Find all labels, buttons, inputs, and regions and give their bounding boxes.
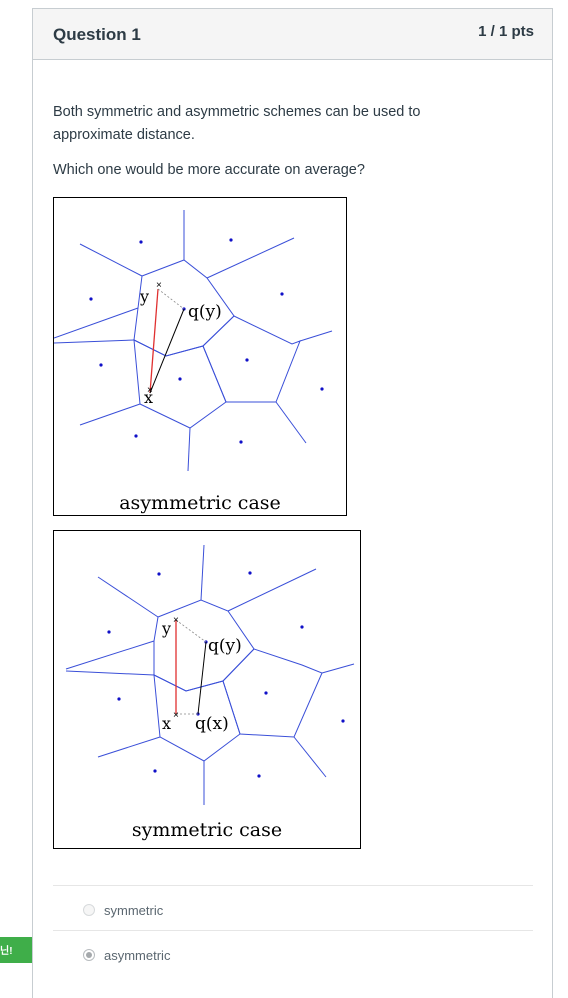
label-y: y [139, 287, 149, 306]
symmetric-figure: y × q(y) x × q(x) symmetric case [53, 530, 361, 849]
asymmetric-caption: asymmetric case [119, 492, 281, 514]
answer-divider [53, 930, 533, 931]
quantization-error-line-y [175, 619, 207, 643]
correct-answer-marker-label: 닌! [0, 946, 13, 957]
label-qx: q(x) [195, 714, 229, 734]
answer-divider [53, 885, 533, 886]
label-x: x [144, 388, 153, 407]
label-qy: q(y) [188, 302, 222, 322]
label-qy: q(y) [208, 636, 242, 656]
answer-option-asymmetric[interactable]: asymmetric [83, 944, 170, 966]
quantization-error-line [157, 288, 185, 310]
svg-text:×: × [173, 615, 179, 626]
svg-text:×: × [156, 280, 162, 291]
question-title: Question 1 [53, 25, 141, 44]
svg-text:×: × [147, 385, 153, 396]
radio-button-selected[interactable] [83, 949, 95, 961]
answer-option-symmetric[interactable]: symmetric [83, 899, 163, 921]
answer-label: asymmetric [104, 947, 171, 963]
asymmetric-figure: y × q(y) x × asymmetric case [53, 197, 347, 516]
radio-button[interactable] [83, 904, 95, 916]
exact-distance-line [149, 288, 159, 394]
label-y: y [161, 619, 171, 638]
label-x: x [162, 714, 171, 733]
symmetric-voronoi-diagram: y × q(y) x × q(x) [65, 544, 355, 805]
svg-text:×: × [173, 710, 179, 721]
question-prompt: Which one would be more accurate on aver… [53, 162, 365, 178]
answer-label: symmetric [104, 902, 164, 918]
asymmetric-voronoi-diagram: y × q(y) x × [54, 210, 333, 472]
symmetric-caption: symmetric case [131, 819, 283, 841]
question-card: Question 1 1 / 1 pts Both symmetric and … [32, 8, 553, 998]
question-points: 1 / 1 pts [478, 23, 534, 40]
asymmetric-distance-line [149, 308, 185, 394]
question-text: Both symmetric and asymmetric schemes ca… [53, 104, 421, 143]
symmetric-distance-line [197, 641, 207, 715]
question-header: Question 1 1 / 1 pts [33, 9, 552, 60]
